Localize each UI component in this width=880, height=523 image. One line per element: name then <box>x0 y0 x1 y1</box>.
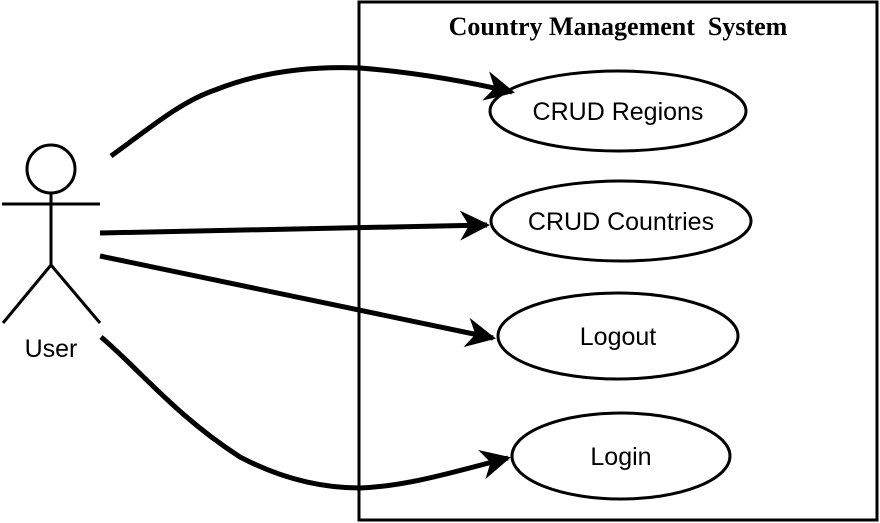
use-case-label: Logout <box>580 323 657 351</box>
association-logout <box>99 253 496 348</box>
actor-right-leg <box>49 264 102 324</box>
use-case-crud-countries: CRUD Countries <box>489 179 753 263</box>
use-case-login: Login <box>510 411 732 501</box>
use-case-crud-regions: CRUD Regions <box>488 69 748 153</box>
actor-user: User <box>1 143 102 363</box>
use-case-label: CRUD Countries <box>528 208 714 236</box>
association-login <box>99 335 511 491</box>
system-boundary <box>357 0 879 522</box>
system-title: Country Management System <box>449 12 788 41</box>
use-case-logout: Logout <box>496 291 740 381</box>
actor-head <box>25 143 77 195</box>
association-crud-regions <box>109 65 515 159</box>
association-crud-countries <box>99 210 490 241</box>
actor-label: User <box>25 335 78 363</box>
use-case-label: CRUD Regions <box>533 98 704 126</box>
actor-left-leg <box>1 264 53 324</box>
use-case-label: Login <box>590 443 651 471</box>
